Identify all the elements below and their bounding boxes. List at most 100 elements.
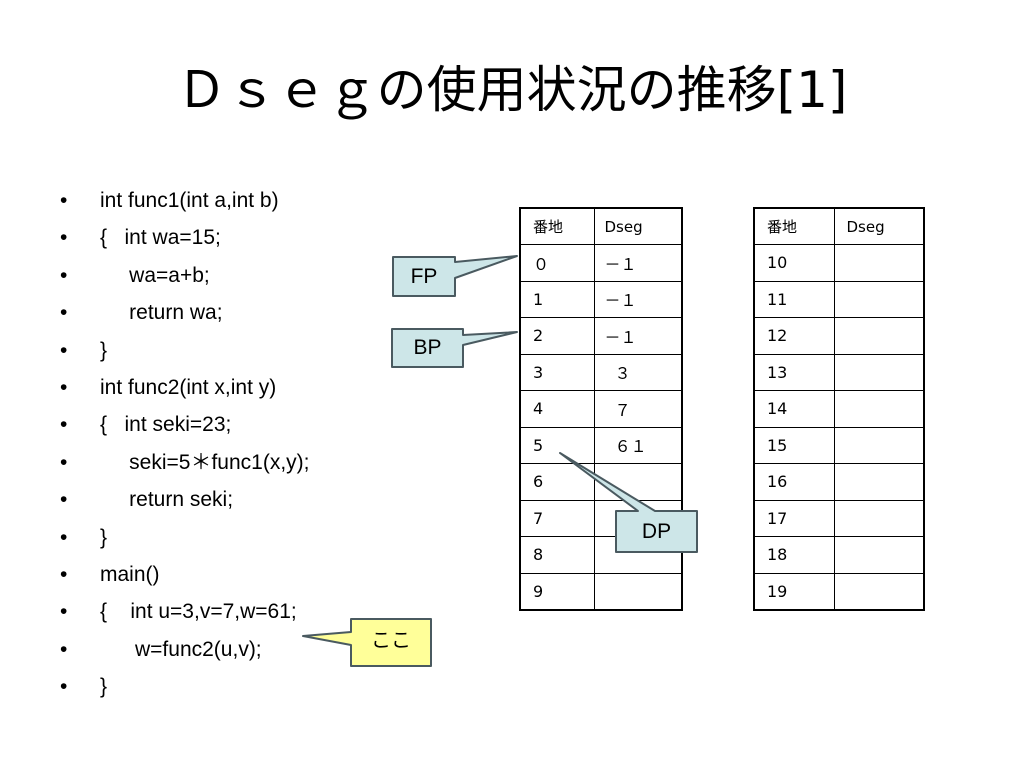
code-listing: •int func1(int a,int b)•{ int wa=15;• wa… [60, 182, 310, 705]
table-row: 19 [753, 572, 925, 610]
code-text: return wa; [100, 301, 223, 325]
table-row: ０－１ [519, 244, 683, 282]
code-text: int func1(int a,int b) [100, 189, 279, 212]
code-text: } [100, 675, 108, 699]
dseg-value-cell [833, 463, 925, 501]
address-cell: 8 [519, 536, 595, 574]
dseg-value-cell: －１ [593, 317, 683, 355]
bullet-icon: • [60, 338, 68, 362]
dseg-value-cell [833, 499, 925, 537]
table-row: 14 [753, 390, 925, 428]
code-text: { int u=3,v=7,w=61; [100, 600, 297, 624]
code-text: } [100, 338, 108, 362]
code-text: wa=a+b; [100, 263, 210, 287]
code-text: seki=5＊func1(x,y); [100, 450, 310, 474]
code-text: } [100, 525, 108, 549]
code-line: •} [60, 519, 310, 556]
dseg-value-cell: ７ [593, 390, 683, 428]
bullet-icon: • [60, 189, 68, 212]
code-line: • w=func2(u,v); [60, 631, 310, 668]
address-cell: 17 [753, 499, 835, 537]
code-text: { int seki=23; [100, 413, 232, 437]
table-row: 5 ６１ [519, 426, 683, 464]
code-line: • { int u=3,v=7,w=61; [60, 593, 310, 630]
address-cell: ０ [519, 244, 595, 282]
bullet-icon: • [60, 488, 68, 512]
bp-label: BP [413, 336, 442, 359]
address-cell: 1 [519, 280, 595, 318]
code-line: • int func2(int x,int y) [60, 369, 310, 406]
code-line: •main() [60, 556, 310, 593]
address-cell: 5 [519, 426, 595, 464]
code-line: •} [60, 668, 310, 705]
dseg-value-cell [833, 572, 925, 610]
table-row: 11 [753, 280, 925, 318]
address-cell: 16 [753, 463, 835, 501]
dseg-value-cell [833, 390, 925, 428]
table-header-row: 番地 Dseg [519, 207, 683, 245]
code-line: •} [60, 332, 310, 369]
here-label: ここ [371, 628, 411, 652]
dseg-value-cell: ３ [593, 353, 683, 391]
table-row: 10 [753, 244, 925, 282]
table-row: 1－１ [519, 280, 683, 318]
dseg-value-cell [833, 353, 925, 391]
dseg-value-cell [833, 280, 925, 318]
bullet-icon: • [60, 375, 68, 399]
table-row: 9 [519, 572, 683, 610]
address-cell: 6 [519, 463, 595, 501]
address-cell: 19 [753, 572, 835, 610]
bullet-icon: • [60, 450, 68, 474]
header-dseg: Dseg [593, 207, 683, 245]
dseg-value-cell [833, 244, 925, 282]
table-row: 18 [753, 536, 925, 574]
address-cell: 13 [753, 353, 835, 391]
address-cell: 12 [753, 317, 835, 355]
address-cell: 7 [519, 499, 595, 537]
bullet-icon: • [60, 226, 68, 250]
dseg-value-cell: －１ [593, 280, 683, 318]
code-line: • return seki; [60, 481, 310, 518]
address-cell: 15 [753, 426, 835, 464]
table-header-row: 番地 Dseg [753, 207, 925, 245]
code-line: • int func1(int a,int b) [60, 182, 310, 219]
code-line: • seki=5＊func1(x,y); [60, 444, 310, 481]
address-cell: 11 [753, 280, 835, 318]
code-line: • wa=a+b; [60, 257, 310, 294]
fp-label: FP [410, 265, 438, 288]
address-cell: 2 [519, 317, 595, 355]
bullet-icon: • [60, 637, 68, 661]
code-text: int func2(int x,int y) [100, 375, 277, 399]
code-line: •{ int wa=15; [60, 219, 310, 256]
bullet-icon: • [60, 562, 68, 586]
dseg-value-cell: ６１ [593, 426, 683, 464]
dseg-value-cell [833, 536, 925, 574]
code-text: w=func2(u,v); [100, 637, 262, 661]
address-cell: 3 [519, 353, 595, 391]
address-cell: 9 [519, 572, 595, 610]
bullet-icon: • [60, 675, 68, 699]
address-cell: 4 [519, 390, 595, 428]
dseg-value-cell: －１ [593, 244, 683, 282]
header-dseg: Dseg [833, 207, 925, 245]
bullet-icon: • [60, 525, 68, 549]
table-row: 2－１ [519, 317, 683, 355]
dseg-value-cell [833, 317, 925, 355]
table-row: 15 [753, 426, 925, 464]
address-cell: 10 [753, 244, 835, 282]
bullet-icon: • [60, 301, 68, 325]
dseg-value-cell [833, 426, 925, 464]
header-address: 番地 [519, 207, 595, 245]
bullet-icon: • [60, 413, 68, 437]
table-row: 3 ３ [519, 353, 683, 391]
code-line: • return wa; [60, 294, 310, 331]
header-address: 番地 [753, 207, 835, 245]
address-cell: 14 [753, 390, 835, 428]
table-row: 13 [753, 353, 925, 391]
bullet-icon: • [60, 600, 68, 624]
bullet-icon: • [60, 263, 68, 287]
dseg-value-cell [593, 463, 683, 501]
address-cell: 18 [753, 536, 835, 574]
dseg-value-cell [593, 572, 683, 610]
